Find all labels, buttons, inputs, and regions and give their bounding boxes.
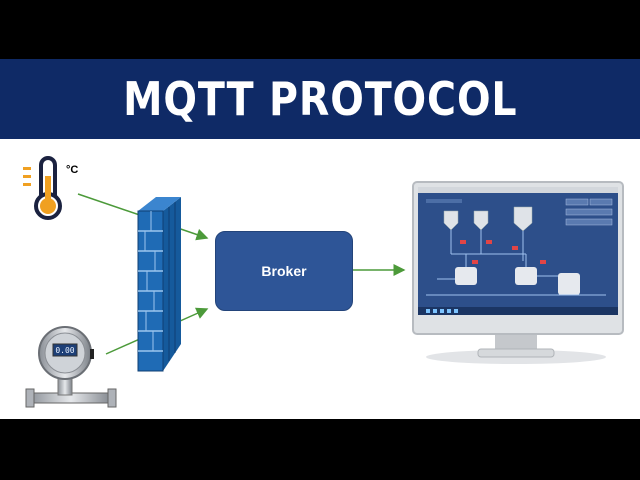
flowmeter-icon: 0.00 bbox=[25, 326, 117, 408]
broker-box: Broker bbox=[215, 231, 353, 311]
title-banner: MQTT PROTOCOL bbox=[0, 59, 640, 139]
firewall-icon bbox=[137, 197, 181, 372]
thermometer-icon bbox=[23, 156, 62, 220]
broker-label: Broker bbox=[261, 263, 307, 279]
flowmeter-readout: 0.00 bbox=[55, 346, 74, 355]
scada-monitor-icon bbox=[412, 181, 624, 364]
page-title: MQTT PROTOCOL bbox=[122, 72, 518, 126]
diagram-area: 0.00 bbox=[0, 139, 640, 419]
diagram-svg: 0.00 bbox=[23, 156, 624, 408]
temperature-unit-label: °C bbox=[66, 164, 79, 176]
